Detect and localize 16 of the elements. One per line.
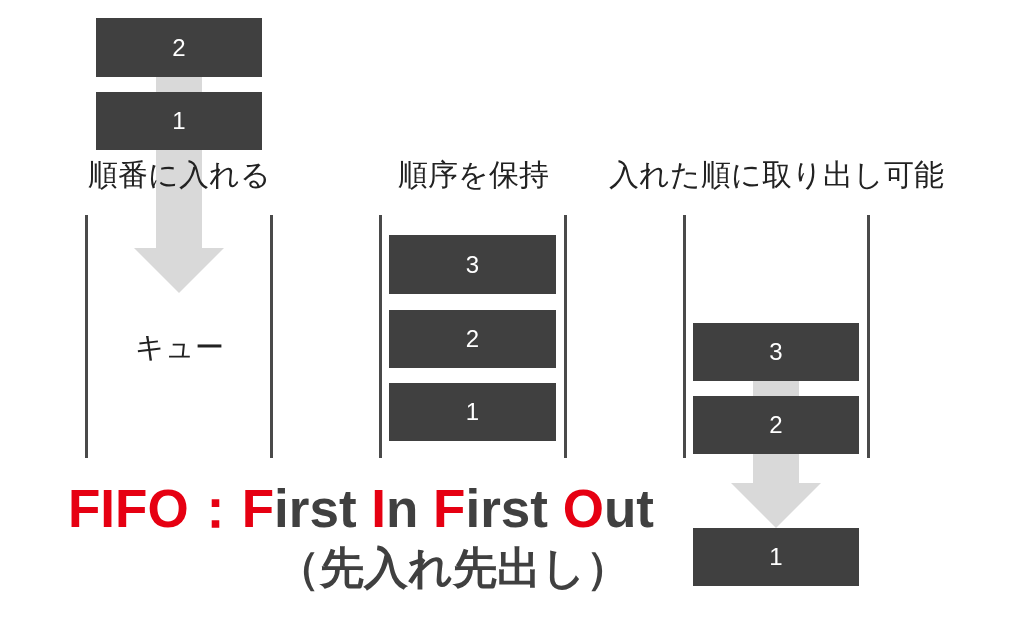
block-arrow — [134, 150, 224, 293]
data-block: 1 — [693, 528, 859, 586]
block-arrow — [731, 454, 821, 528]
data-block: 1 — [96, 92, 262, 150]
data-block: 3 — [693, 323, 859, 381]
data-block: 2 — [389, 310, 556, 368]
data-block: 2 — [693, 396, 859, 454]
panel-heading: 入れた順に取り出し可能 — [609, 160, 944, 190]
panel-heading: 順番に入れる — [87, 160, 271, 190]
data-block: 1 — [389, 383, 556, 441]
panel-heading: 順序を保持 — [397, 160, 549, 190]
definition-text: FIFO：First In First Out — [68, 482, 654, 535]
data-block: 2 — [96, 18, 262, 77]
data-block: 3 — [389, 235, 556, 294]
tube-label: キュー — [134, 333, 224, 362]
subtitle-text: （先入れ先出し） — [276, 546, 630, 590]
